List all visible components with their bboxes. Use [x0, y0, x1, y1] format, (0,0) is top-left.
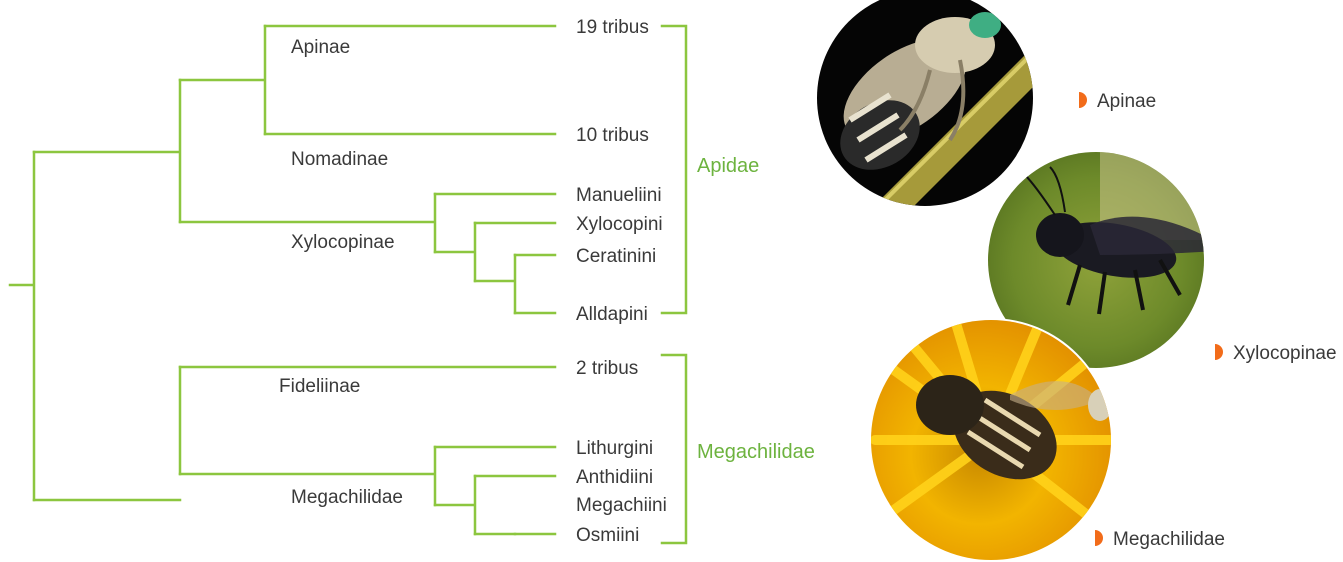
tip-megachiini: Megachiini	[576, 495, 667, 516]
caption-megachilidae-text: Megachilidae	[1113, 529, 1225, 550]
tip-nomadinae-tribes: 10 tribus	[576, 125, 649, 146]
apinae-nomadinae-branch	[180, 26, 265, 134]
family-label-apidae: Apidae	[697, 155, 759, 177]
family-label-megachilidae: Megachilidae	[697, 441, 815, 463]
anthidiini-group-branch	[435, 476, 475, 534]
caption-marker-megachilidae	[1095, 530, 1103, 546]
tip-manueliini: Manueliini	[576, 185, 662, 206]
caption-megachilidae: Megachilidae	[1095, 529, 1225, 550]
apidae-clade-branch	[34, 80, 180, 222]
root-branch	[10, 152, 34, 500]
megachilidae-clade-branch	[34, 367, 180, 500]
tip-alldapini: Alldapini	[576, 304, 648, 325]
tip-apinae-tribes: 19 tribus	[576, 17, 649, 38]
ceratinini-alldapini-branch	[475, 255, 515, 313]
tip-ceratinini: Ceratinini	[576, 246, 656, 267]
label-megachilidae-subfamily: Megachilidae	[291, 487, 403, 508]
label-fideliinae: Fideliinae	[279, 376, 360, 397]
caption-marker-xylocopinae	[1215, 344, 1223, 360]
tip-osmiini: Osmiini	[576, 525, 639, 546]
caption-apinae-text: Apinae	[1097, 91, 1156, 112]
tip-lithurgini: Lithurgini	[576, 438, 653, 459]
label-xylocopinae: Xylocopinae	[291, 232, 395, 253]
caption-xylocopinae: Xylocopinae	[1215, 343, 1337, 364]
tip-fideliinae-tribes: 2 tribus	[576, 358, 638, 379]
caption-marker-apinae	[1079, 92, 1087, 108]
apidae-bracket	[662, 26, 686, 313]
caption-apinae: Apinae	[1079, 91, 1156, 112]
tip-anthidiini: Anthidiini	[576, 467, 653, 488]
xylocopini-group-branch	[435, 223, 475, 281]
tip-xylocopini: Xylocopini	[576, 214, 663, 235]
label-apinae: Apinae	[291, 37, 350, 58]
label-nomadinae: Nomadinae	[291, 149, 388, 170]
caption-xylocopinae-text: Xylocopinae	[1233, 343, 1337, 364]
phylogenetic-tree	[10, 26, 686, 543]
